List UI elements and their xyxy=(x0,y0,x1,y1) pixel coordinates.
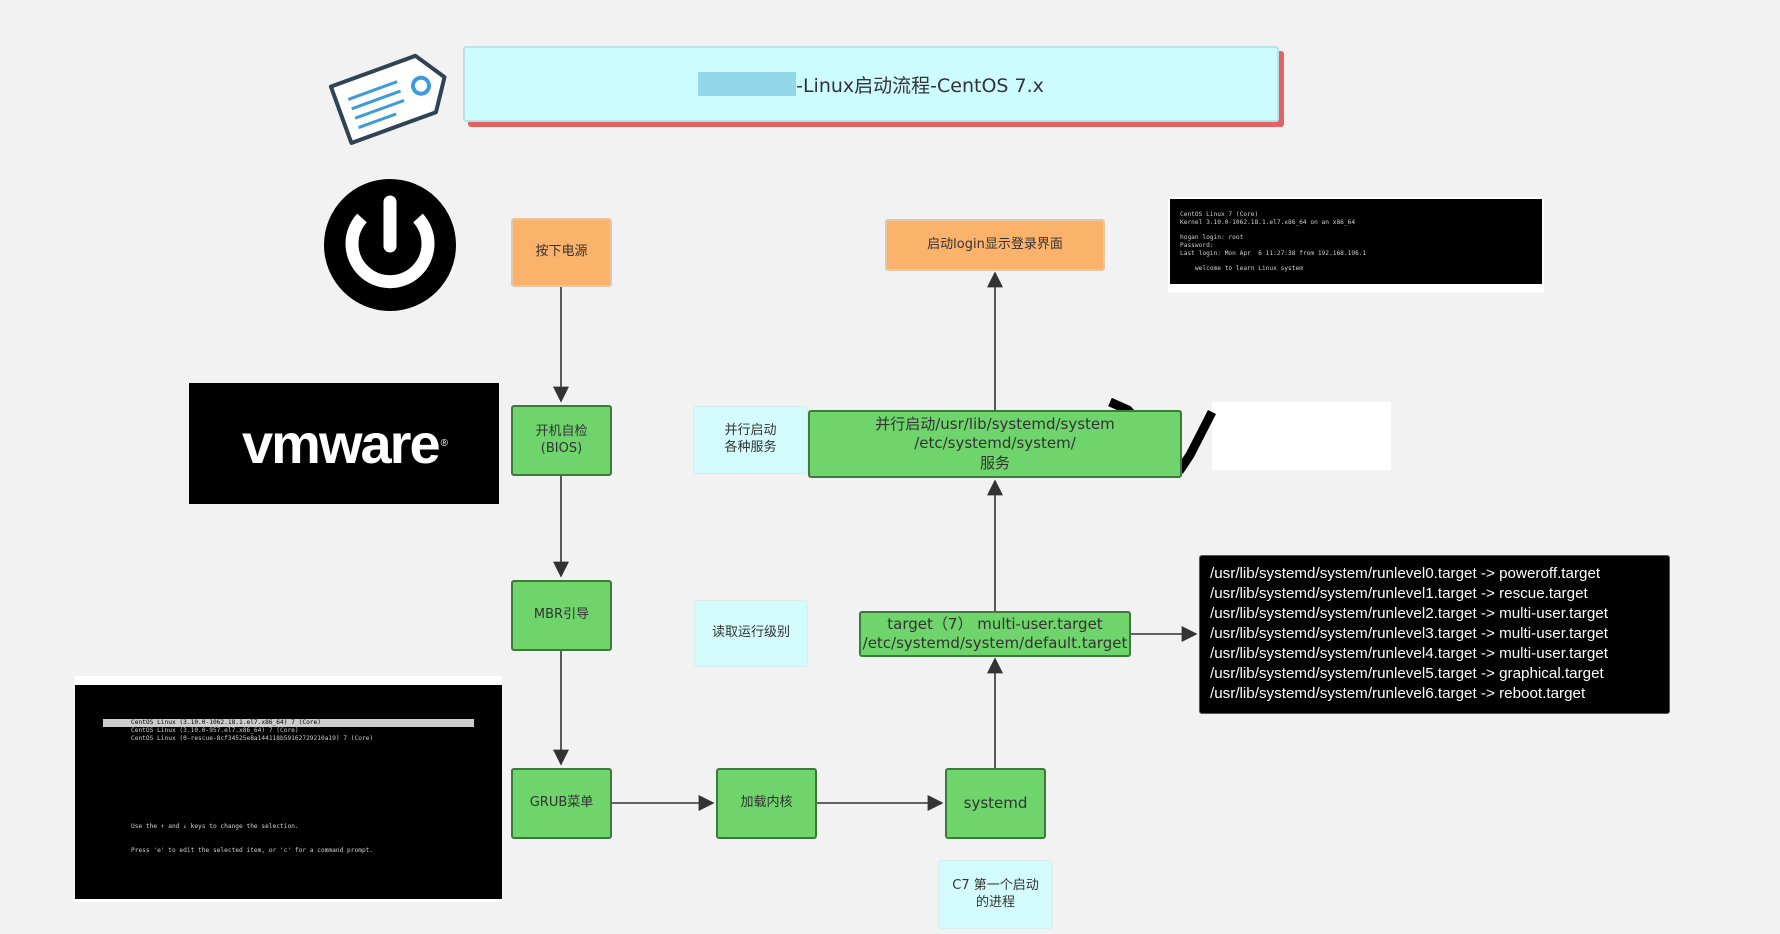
vmware-logo: vmware® xyxy=(189,383,499,504)
node-kernel: 加载内核 xyxy=(716,768,817,839)
grub-help-text: Use the ↑ and ↓ keys to change the selec… xyxy=(131,807,373,872)
node-power: 按下电源 xyxy=(511,218,612,287)
node-bios: 开机自检 (BIOS) xyxy=(511,405,612,476)
node-systemd: systemd xyxy=(945,768,1046,839)
vmware-registered-mark: ® xyxy=(440,438,449,449)
title-text: -Linux启动流程-CentOS 7.x xyxy=(796,74,1044,97)
runlevel-line: /usr/lib/systemd/system/runlevel1.target… xyxy=(1210,585,1588,602)
runlevel-list: /usr/lib/systemd/system/runlevel0.target… xyxy=(1199,555,1670,714)
node-target: target（7） multi-user.target /etc/systemd… xyxy=(859,611,1131,657)
grub-help-line: Press 'e' to edit the selected item, or … xyxy=(131,846,374,854)
note-parallel-services: 并行启动 各种服务 xyxy=(693,406,808,474)
terminal-line xyxy=(1180,227,1532,235)
grub-entry: CentOS Linux (3.10.0-957.el7.x86_64) 7 (… xyxy=(131,727,299,735)
runlevel-line: /usr/lib/systemd/system/runlevel4.target… xyxy=(1210,645,1608,662)
runlevel-line: /usr/lib/systemd/system/runlevel5.target… xyxy=(1210,665,1604,682)
runlevel-line: /usr/lib/systemd/system/runlevel0.target… xyxy=(1210,565,1601,582)
grub-entry-selected: CentOS Linux (3.10.0-1062.18.1.el7.x86_6… xyxy=(103,719,474,728)
terminal-line: Last login: Mon Apr 6 11:27:38 from 192.… xyxy=(1180,249,1367,257)
vmware-logo-text: vmware xyxy=(242,412,441,475)
terminal-line xyxy=(1180,258,1532,266)
terminal-line: Password: xyxy=(1180,242,1214,249)
runlevel-line: /usr/lib/systemd/system/runlevel3.target… xyxy=(1210,625,1608,642)
note-read-runlevel: 读取运行级别 xyxy=(694,600,808,667)
terminal-line: hogan login: root xyxy=(1180,234,1244,242)
node-parallel: 并行启动/usr/lib/systemd/system /etc/systemd… xyxy=(808,410,1182,478)
terminal-line: welcome to learn Linux system xyxy=(1180,265,1303,273)
note-first-process: C7 第一个启动 的进程 xyxy=(938,860,1053,929)
terminal-line: Kernel 3.10.0-1062.18.1.el7.x86_64 on an… xyxy=(1180,218,1356,226)
node-mbr: MBR引导 xyxy=(511,580,612,651)
runlevel-line: /usr/lib/systemd/system/runlevel6.target… xyxy=(1210,685,1586,702)
grub-terminal: CentOS Linux (3.10.0-1062.18.1.el7.x86_6… xyxy=(75,685,502,899)
grub-help-line: Use the ↑ and ↓ keys to change the selec… xyxy=(131,822,299,830)
grub-entry: CentOS Linux (0-rescue-8cf34525e8a144118… xyxy=(131,735,374,743)
redacted-block xyxy=(698,72,797,96)
page-title: -Linux启动流程-CentOS 7.x xyxy=(463,46,1279,122)
runlevel-line: /usr/lib/systemd/system/runlevel2.target… xyxy=(1210,605,1608,622)
terminal-line: CentOS Linux 7 (Core) xyxy=(1180,211,1259,218)
login-terminal: CentOS Linux 7 (Core) Kernel 3.10.0-1062… xyxy=(1170,199,1542,284)
white-patch xyxy=(1212,402,1391,470)
node-login: 启动login显示登录界面 xyxy=(885,219,1105,271)
node-grub: GRUB菜单 xyxy=(511,768,612,839)
